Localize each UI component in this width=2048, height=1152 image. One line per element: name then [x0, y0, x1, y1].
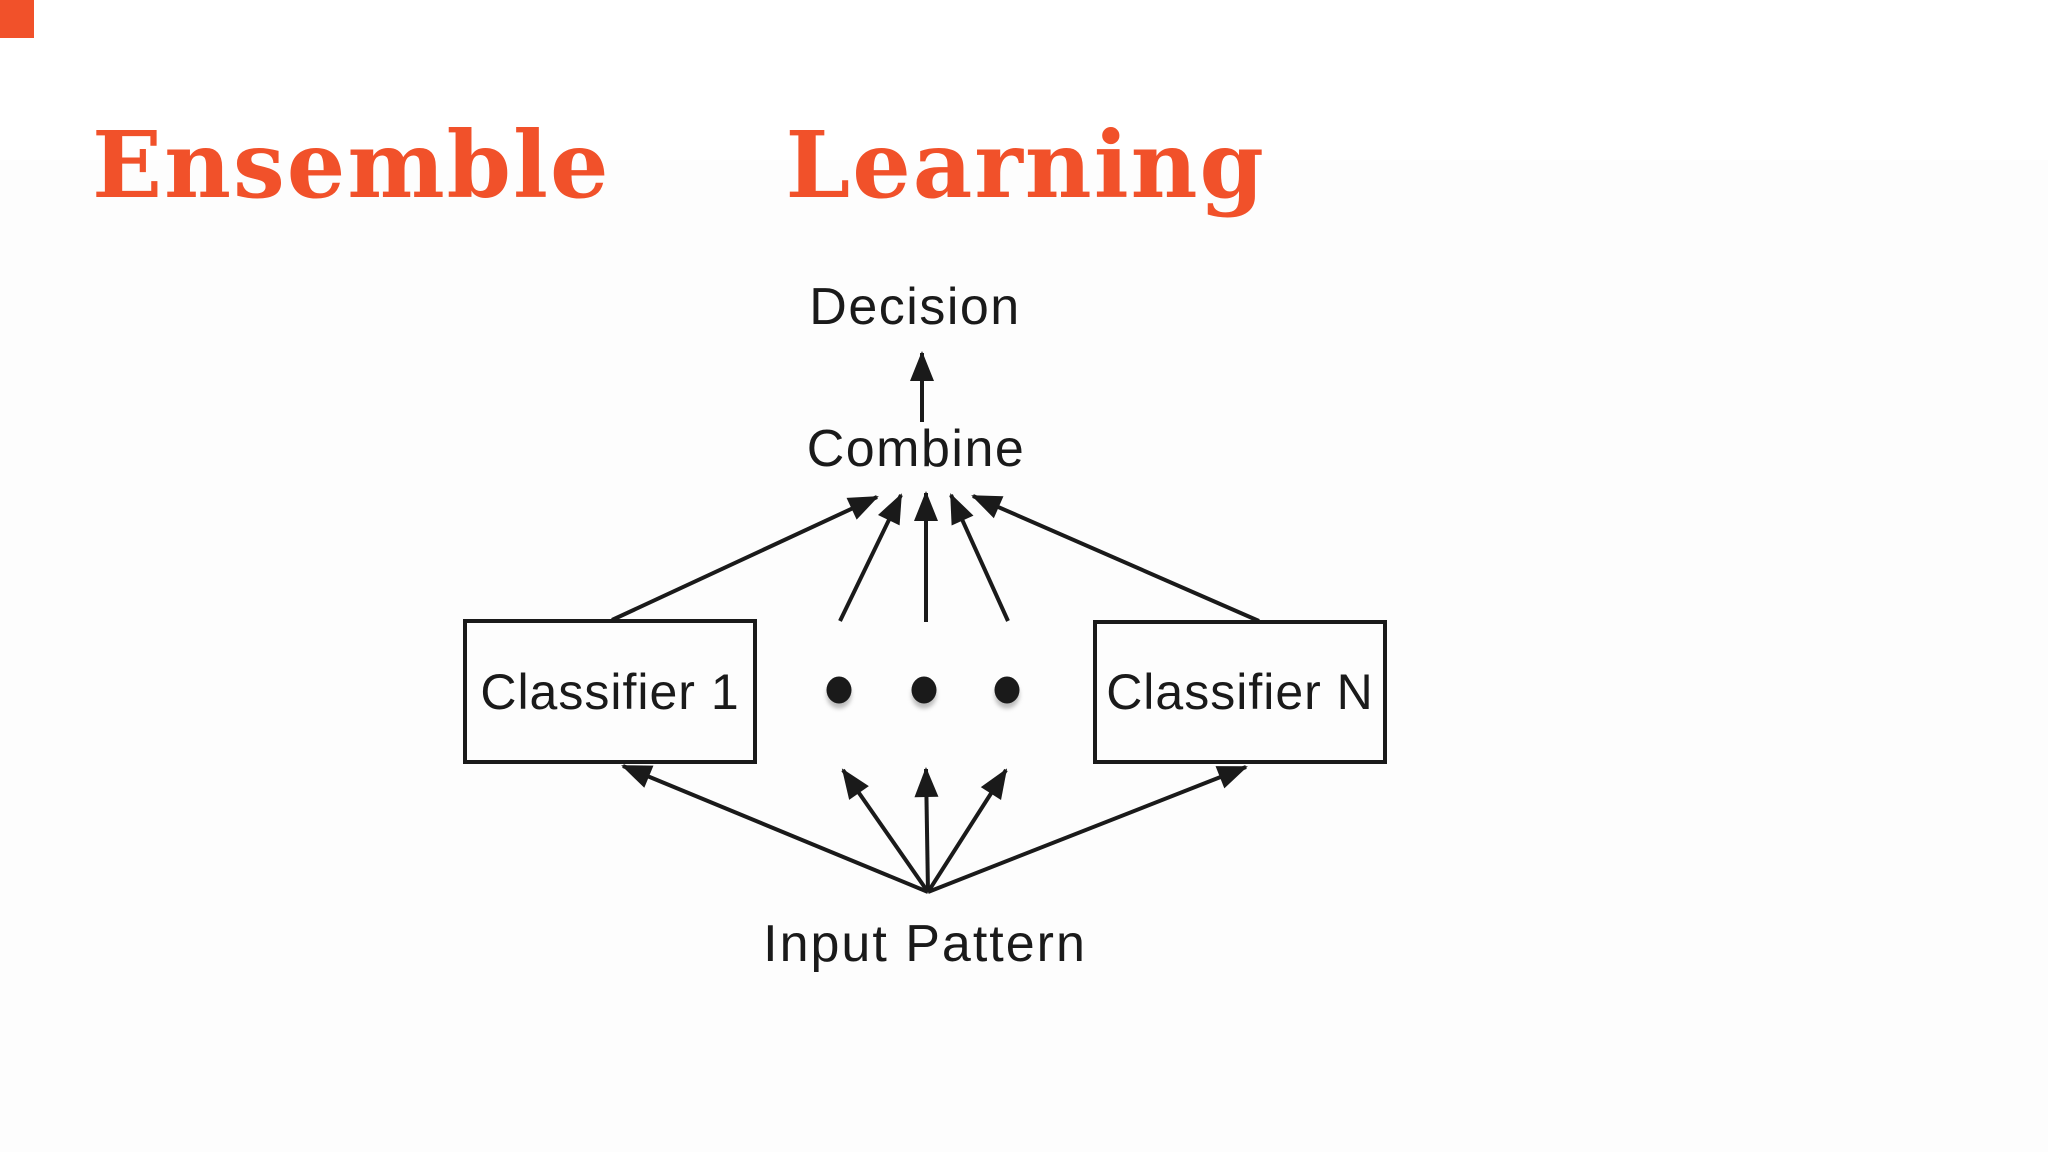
- input-pattern-label: Input Pattern: [763, 915, 1087, 973]
- title-word-ensemble: Ensemble: [92, 111, 611, 219]
- ellipsis-dot-1: [826, 676, 852, 704]
- ellipsis-dot-2: [911, 676, 937, 704]
- arrow-input-to-dot-right: [926, 768, 1008, 894]
- corner-accent-mark: [0, 0, 34, 38]
- arrow-input-to-classifierN: [927, 765, 1248, 894]
- classifier-1-label: Classifier 1: [480, 663, 740, 720]
- arrow-dot-right-to-combine: [949, 493, 1010, 622]
- arrow-classifier1-to-combine: [611, 495, 879, 622]
- classifier-n-label: Classifier N: [1106, 664, 1374, 720]
- decision-label: Decision: [809, 278, 1021, 336]
- ellipsis-dots: [826, 676, 1020, 704]
- ellipsis-dot-3: [994, 676, 1020, 704]
- page-title: Ensemble Learning: [92, 119, 1266, 211]
- slide-background: [0, 160, 2048, 1152]
- arrow-input-to-classifier1: [621, 764, 929, 894]
- combine-label: Combine: [806, 420, 1026, 478]
- title-word-learning: Learning: [785, 111, 1266, 219]
- arrow-dot-left-to-combine: [838, 493, 903, 622]
- arrow-classifierN-to-combine: [971, 494, 1260, 623]
- arrow-input-to-dot-left: [841, 768, 930, 894]
- classifier-n-node: Classifier N: [1093, 620, 1387, 764]
- arrow-input-to-dot-middle: [914, 767, 939, 893]
- classifier-1-node: Classifier 1: [463, 619, 757, 764]
